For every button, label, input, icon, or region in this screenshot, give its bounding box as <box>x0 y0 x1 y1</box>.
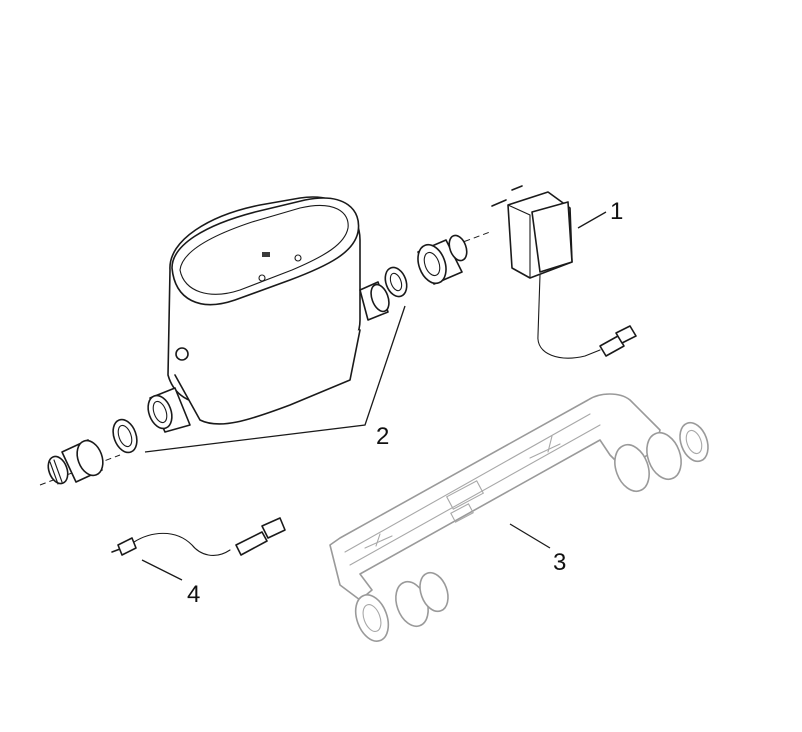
fitting-nut-icon <box>417 234 468 285</box>
leader-line-4 <box>141 559 183 581</box>
washer-icon <box>384 266 408 298</box>
main-unit <box>39 196 491 486</box>
callout-3: 3 <box>553 549 566 576</box>
callout-2: 2 <box>376 423 389 450</box>
power-adapter-icon <box>491 185 637 359</box>
fitting-nut-icon <box>47 439 104 485</box>
callout-1: 1 <box>610 198 623 225</box>
fitting-set <box>47 234 468 485</box>
sensor-cable-icon <box>111 517 286 556</box>
leader-line-1 <box>577 211 607 229</box>
leader-line-3 <box>509 523 551 549</box>
callout-4: 4 <box>187 581 200 608</box>
leader-line-2 <box>144 305 406 453</box>
mounting-bracket-icon <box>329 393 709 642</box>
washer-icon <box>112 418 138 454</box>
